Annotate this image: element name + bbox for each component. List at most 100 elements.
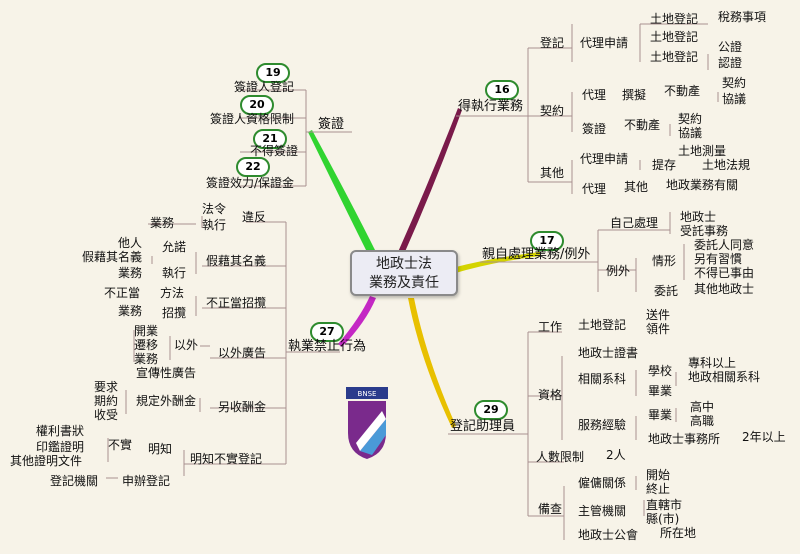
node-c1: 契約: [722, 76, 747, 90]
center-title-line2: 業務及責任: [369, 275, 439, 291]
node-au2: 縣(市): [646, 512, 680, 526]
node-branch17-title: 親自處理業務/例外: [482, 247, 591, 262]
node-open: 開業: [134, 324, 159, 338]
node-self2: 受託事務: [680, 224, 729, 238]
node-au1: 直轄市: [646, 498, 683, 512]
node-n19: 簽證人登記: [234, 80, 295, 94]
node-authority: 主管機關: [578, 504, 627, 518]
node-fake1: 他人: [118, 236, 143, 250]
badge-16: 16: [485, 80, 519, 100]
node-record: 備查: [538, 502, 563, 516]
node-exec2: 執行: [162, 266, 187, 280]
node-office: 地政士事務所: [648, 432, 721, 446]
node-other2: 其他: [624, 180, 649, 194]
node-c4: 協議: [678, 126, 703, 140]
node-survey: 土地測量: [678, 144, 727, 158]
node-violate: 違反: [242, 210, 267, 224]
node-hs1: 高中: [690, 400, 715, 414]
node-except: 例外: [606, 264, 631, 278]
center-title-line1: 地政士法: [376, 256, 432, 272]
node-h2: 終止: [646, 482, 671, 496]
node-outside: 以外: [174, 338, 199, 352]
badge-21: 21: [253, 129, 287, 149]
node-n22: 簽證效力/保證金: [206, 176, 295, 190]
node-doc1: 權利書狀: [36, 424, 85, 438]
node-fee: 另收酬金: [218, 400, 267, 414]
node-rule: 規定外酬金: [136, 394, 197, 408]
node-w-land: 土地登記: [578, 318, 627, 332]
node-biz4: 業務: [134, 352, 159, 366]
node-false: 明知不實登記: [190, 452, 263, 466]
node-cert: 認證: [718, 56, 743, 70]
badge-20: 20: [240, 95, 274, 115]
node-reg-agent: 代理申請: [580, 36, 629, 50]
node-reg-office: 登記機關: [50, 474, 99, 488]
node-ad: 以外廣告: [218, 346, 267, 360]
node-law: 法令: [202, 202, 227, 216]
node-doc3: 其他證明文件: [10, 454, 83, 468]
node-branch16-title: 得執行業務: [458, 99, 524, 114]
node-allow: 允諾: [162, 240, 187, 254]
node-solicit: 招攬: [162, 306, 187, 320]
node-limit-val: 2人: [606, 448, 626, 462]
node-n21: 不得簽證: [250, 144, 299, 158]
node-tax: 稅務事項: [718, 10, 767, 24]
node-untrue: 不實: [108, 438, 133, 452]
node-biz2: 業務: [118, 266, 143, 280]
node-hire: 僱傭關係: [578, 476, 627, 490]
node-school: 學校: [648, 364, 673, 378]
logo-icon: BNSE: [346, 387, 388, 459]
badge-27: 27: [310, 322, 344, 342]
node-hs2: 高職: [690, 414, 715, 428]
node-land-regs: 土地法規: [702, 158, 751, 172]
node-guild: 地政士公會: [578, 528, 639, 542]
node-doc2: 印鑑證明: [36, 440, 85, 454]
node-method: 方法: [160, 286, 185, 300]
node-accept: 收受: [94, 408, 119, 422]
node-biz1: 業務: [150, 216, 175, 230]
node-agent: 代理: [582, 88, 607, 102]
node-qual: 資格: [538, 388, 563, 402]
node-draft: 撰擬: [622, 88, 647, 102]
node-delegate: 委託: [654, 284, 679, 298]
node-branch27-title: 執業禁止行為: [288, 339, 367, 354]
node-sign-title: 簽證: [318, 117, 345, 132]
node-know: 明知: [148, 442, 173, 456]
node-improper: 不正當招攬: [206, 296, 267, 310]
node-limit: 人數限制: [536, 450, 585, 464]
node-fake2: 假藉其名義: [82, 250, 143, 264]
node-n20: 簽證人資格限制: [210, 112, 295, 126]
node-branch29-title: 登記助理員: [450, 419, 516, 434]
node-certificate: 地政士證書: [578, 346, 639, 360]
node-c3: 契約: [678, 112, 703, 126]
node-grad1: 畢業: [648, 384, 673, 398]
node-fake: 假藉其名義: [206, 254, 267, 268]
badge-22: 22: [236, 157, 270, 177]
node-land1: 土地登記: [650, 12, 699, 26]
node-other-agent: 代理申請: [580, 152, 629, 166]
badge-29: 29: [474, 400, 508, 420]
node-related: 相關系科: [578, 372, 627, 386]
node-notary: 公證: [718, 40, 743, 54]
node-s3: 不得已事由: [694, 266, 755, 280]
badge-17: 17: [530, 231, 564, 251]
node-years: 2年以上: [742, 430, 786, 444]
node-service: 服務經驗: [578, 418, 627, 432]
center-topic: 地政士法 業務及責任: [350, 250, 458, 296]
node-land2: 土地登記: [650, 30, 699, 44]
node-d1: 其他地政士: [694, 282, 755, 296]
node-land4: 土地登記: [650, 50, 699, 64]
node-deposit: 提存: [652, 158, 677, 172]
node-work: 工作: [538, 320, 563, 334]
node-grad2: 畢業: [648, 408, 673, 422]
node-exec1: 執行: [202, 218, 227, 232]
node-biz3: 業務: [118, 304, 143, 318]
node-promo: 宣傳性廣告: [136, 366, 197, 380]
node-location: 所在地: [660, 526, 697, 540]
node-self: 自己處理: [610, 216, 659, 230]
node-improper-label: 不正當: [104, 286, 141, 300]
node-move: 遷移: [134, 338, 159, 352]
node-h1: 開始: [646, 468, 671, 482]
logo-text: BNSE: [358, 390, 377, 398]
